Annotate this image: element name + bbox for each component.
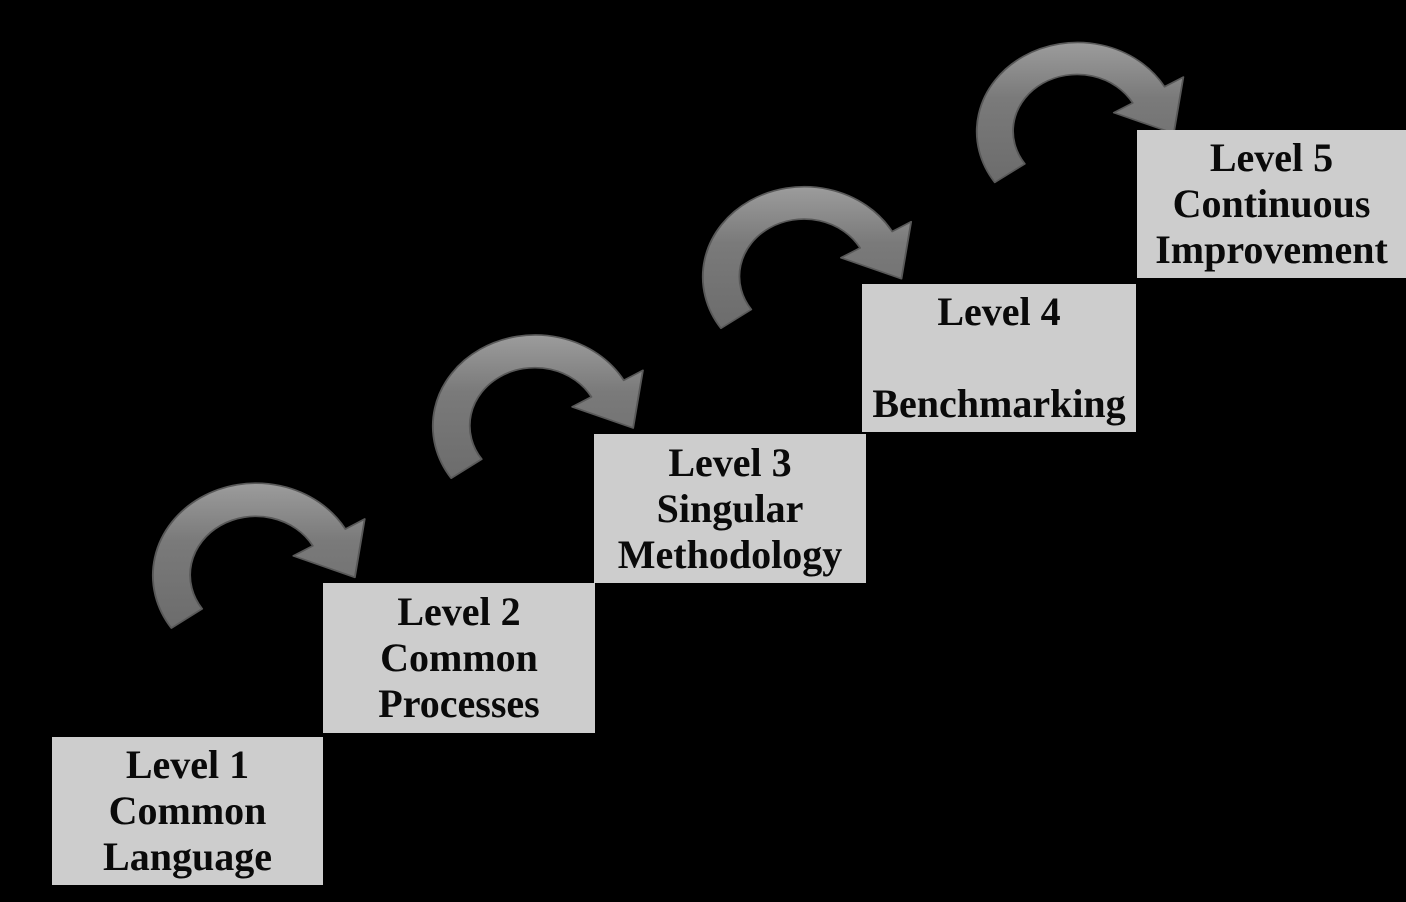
level-5-box: Level 5 Continuous Improvement xyxy=(1137,130,1406,278)
level-2-label-line-2: Processes xyxy=(378,681,540,726)
level-2-box: Level 2 Common Processes xyxy=(323,583,595,733)
curved-arrow-level4-to-level5-icon xyxy=(975,41,1185,184)
level-2-title: Level 2 xyxy=(397,589,521,634)
level-3-box: Level 3 Singular Methodology xyxy=(594,434,866,583)
curved-arrow-level3-to-level4-icon xyxy=(701,185,913,330)
level-4-title: Level 4 xyxy=(937,289,1061,334)
level-5-label-line-1: Continuous xyxy=(1172,181,1371,226)
level-1-label-line-2: Language xyxy=(103,834,272,879)
curved-arrow-level2-to-level3-icon xyxy=(431,334,644,479)
level-2-label-line-1: Common xyxy=(380,635,538,680)
curved-arrow-level1-to-level2-icon xyxy=(151,482,366,629)
level-3-label-line-2: Methodology xyxy=(617,531,843,577)
level-4-label-line-1: Benchmarking xyxy=(872,381,1126,426)
level-5-title: Level 5 xyxy=(1209,135,1334,180)
level-4-spacer-line xyxy=(862,335,1136,381)
level-1-title: Level 1 xyxy=(125,742,250,787)
level-3-title: Level 3 xyxy=(668,439,792,485)
level-5-label-line-2: Improvement xyxy=(1155,227,1388,272)
level-1-box: Level 1 Common Language xyxy=(52,737,323,885)
level-3-label-line-1: Singular xyxy=(656,485,804,531)
level-1-label-line-1: Common xyxy=(108,788,267,833)
level-4-box: Level 4 Benchmarking xyxy=(862,284,1136,432)
